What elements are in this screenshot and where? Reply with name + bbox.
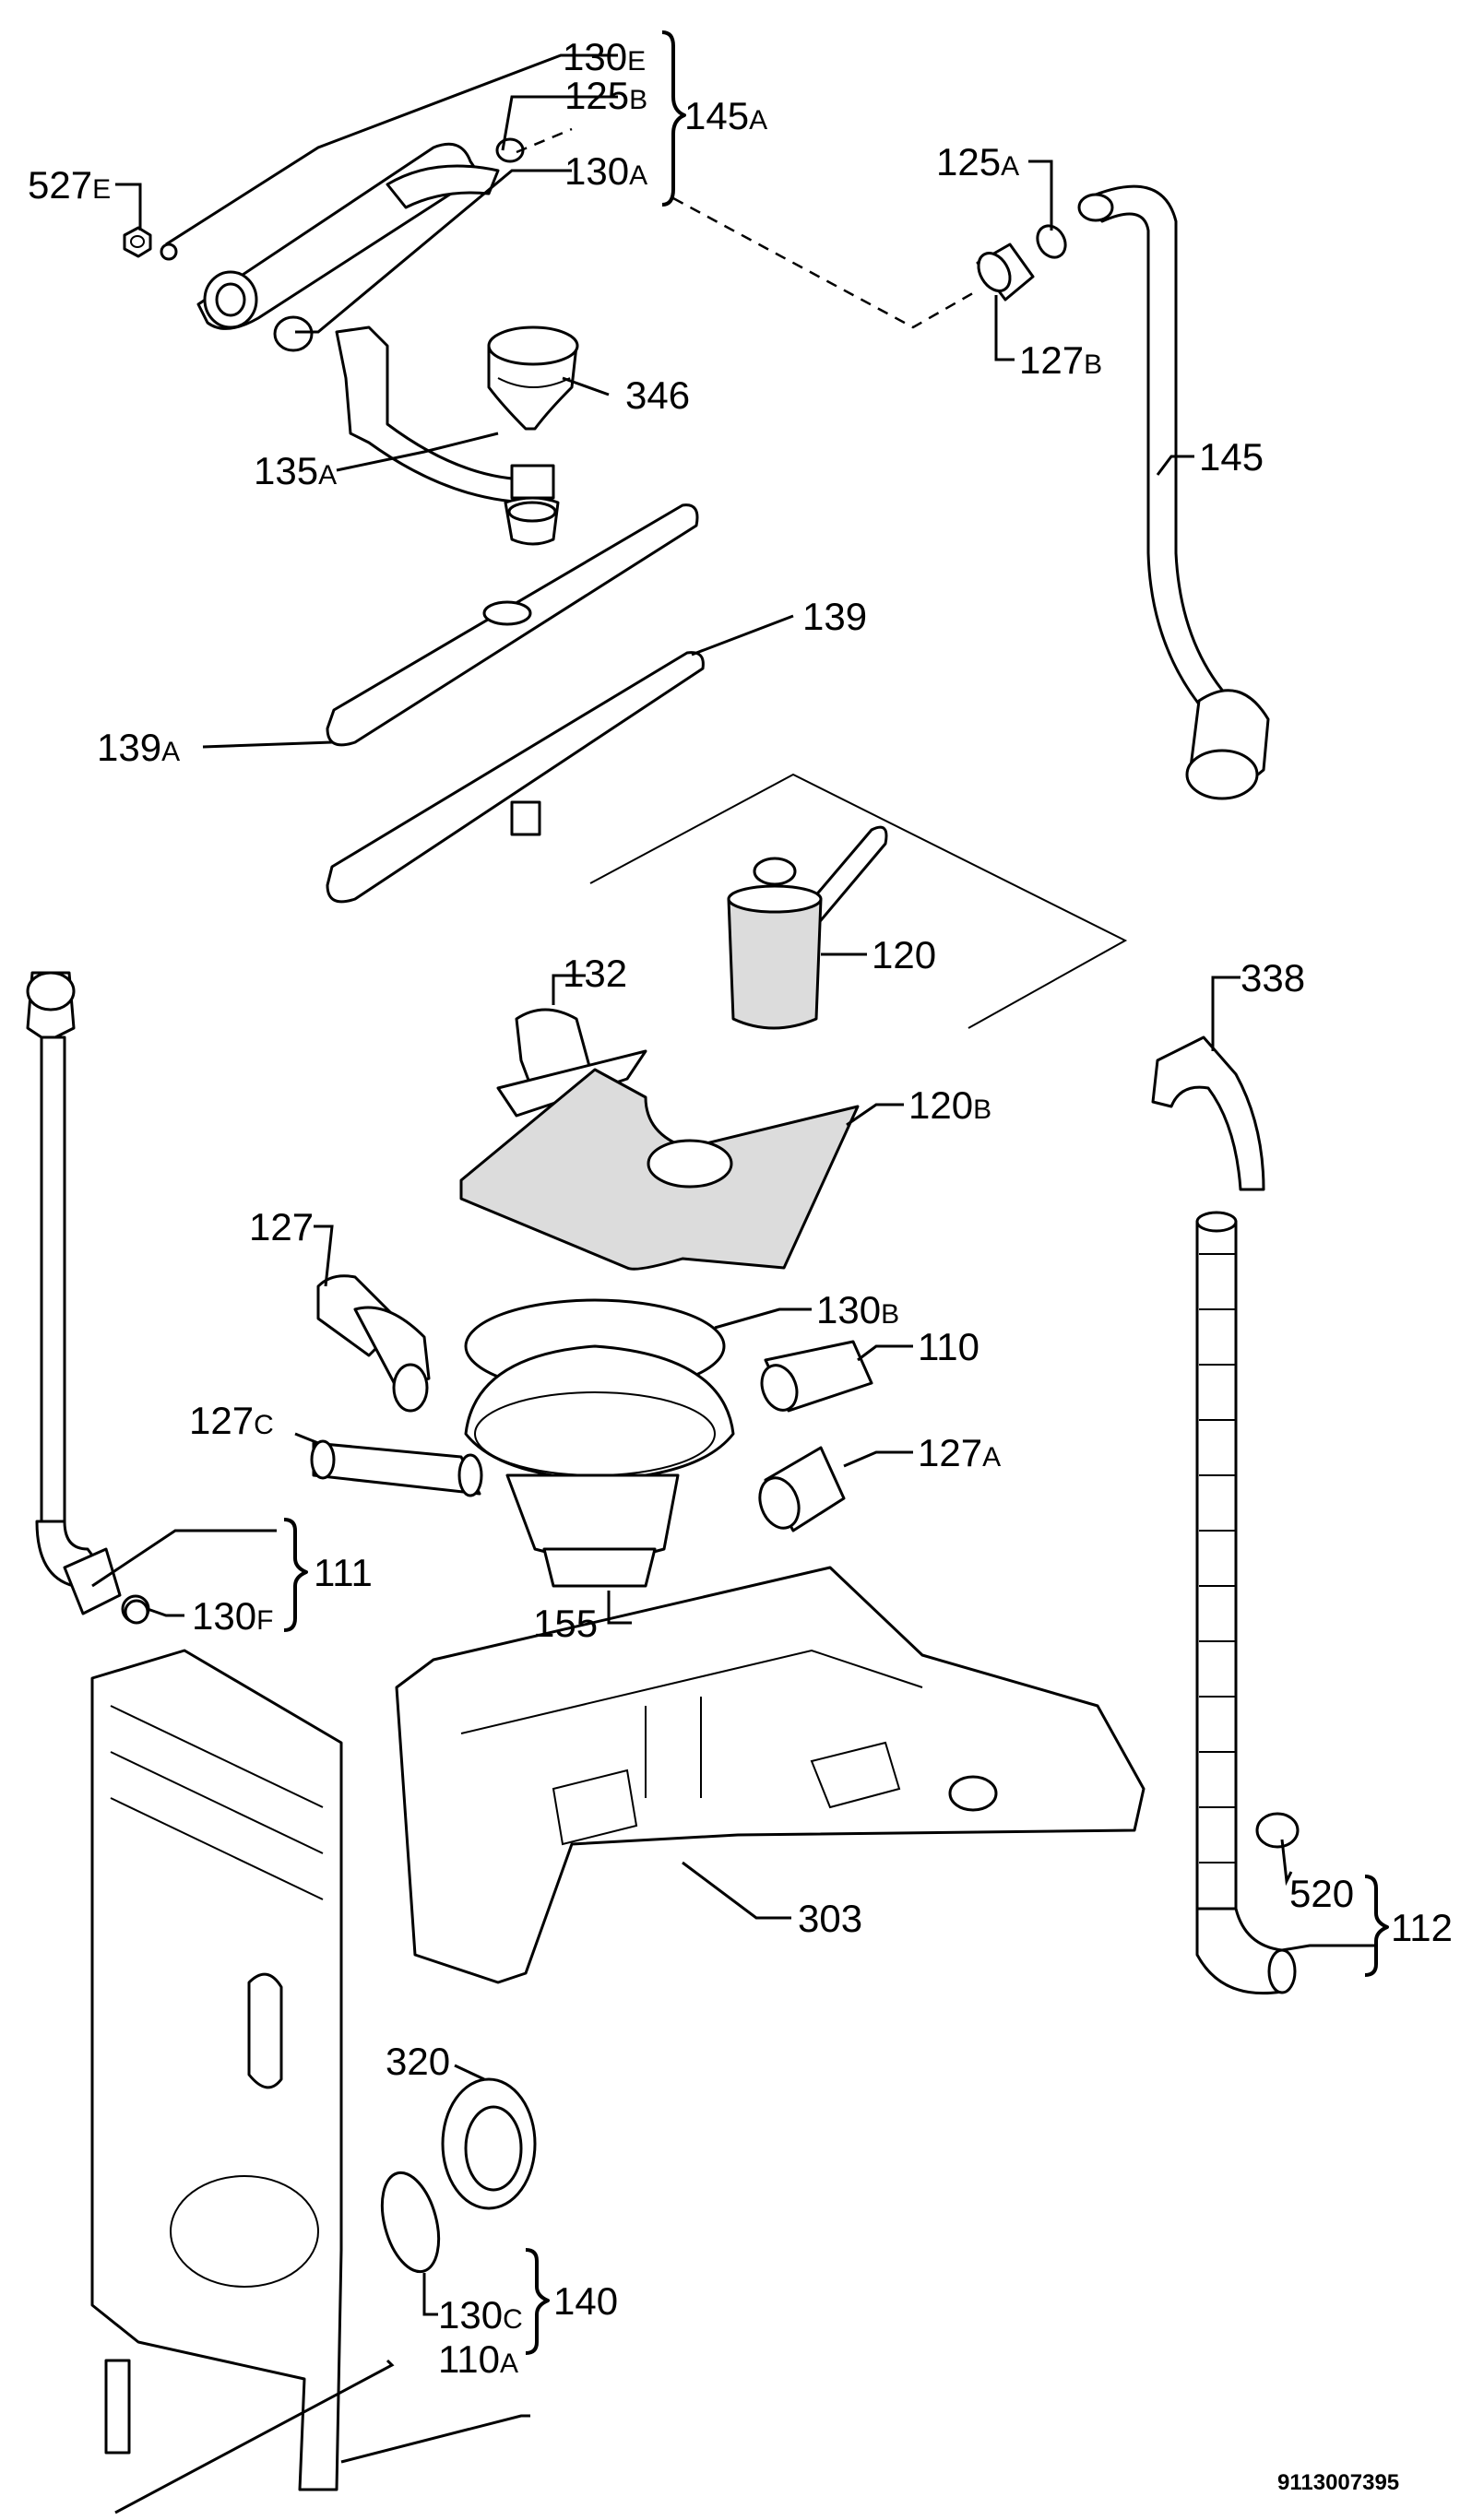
label-140: 140 bbox=[553, 2279, 618, 2323]
label-111: 111 bbox=[314, 1551, 373, 1594]
label-303: 303 bbox=[798, 1897, 862, 1940]
hose-clamp-338 bbox=[1151, 1035, 1265, 1191]
label-139: 139 bbox=[802, 595, 867, 638]
seal-320 bbox=[441, 2077, 537, 2210]
inlet-hose-111 bbox=[26, 971, 150, 1624]
coupling-127b bbox=[976, 243, 1035, 302]
label-130b: 130B bbox=[816, 1288, 899, 1331]
label-125a: 125A bbox=[936, 140, 1019, 183]
supply-pipe-145 bbox=[1077, 184, 1270, 800]
hose-127 bbox=[316, 1274, 431, 1413]
label-145a: 145A bbox=[684, 94, 767, 137]
micro-filter-120 bbox=[727, 825, 888, 1030]
filter-assembly-outline bbox=[589, 773, 1128, 1029]
label-110: 110 bbox=[918, 1325, 979, 1368]
filter-cap-346 bbox=[487, 325, 579, 431]
label-130e: 130E bbox=[563, 35, 646, 78]
water-softener-140 bbox=[90, 1649, 343, 2491]
hose-127c bbox=[310, 1439, 483, 1497]
spray-arm-139a bbox=[326, 503, 699, 747]
upper-spray-pipe-145a bbox=[160, 137, 525, 352]
label-346: 346 bbox=[625, 373, 690, 417]
label-338: 338 bbox=[1241, 956, 1305, 1000]
clip-520 bbox=[1255, 1812, 1300, 1849]
label-130f: 130F bbox=[192, 1594, 273, 1638]
upper-spray-arm-135a bbox=[335, 325, 560, 546]
part-labels: 130E 125B 145A 130A 527E 125A 127B 346 1… bbox=[28, 35, 1453, 2381]
sump-155 bbox=[464, 1298, 735, 1588]
label-139a: 139A bbox=[97, 726, 180, 769]
seal-125a bbox=[1036, 224, 1067, 259]
label-155: 155 bbox=[533, 1602, 598, 1645]
drawing-code: 9113007395 bbox=[1277, 2470, 1399, 2495]
label-130a: 130A bbox=[564, 149, 647, 193]
valve-132 bbox=[496, 1008, 647, 1118]
label-520: 520 bbox=[1289, 1872, 1354, 1915]
hose-110 bbox=[760, 1340, 873, 1413]
label-527e: 527E bbox=[28, 163, 111, 207]
nut-527e bbox=[123, 226, 152, 258]
label-120: 120 bbox=[872, 933, 936, 976]
seal-130c bbox=[380, 2171, 441, 2274]
label-145: 145 bbox=[1199, 435, 1264, 479]
group-braces bbox=[283, 30, 1389, 2355]
leader-lines bbox=[91, 53, 1374, 2514]
label-110a: 110A bbox=[438, 2337, 518, 2381]
hose-127a bbox=[758, 1446, 846, 1532]
label-112: 112 bbox=[1391, 1906, 1453, 1949]
filter-plate-120b bbox=[459, 1068, 860, 1271]
label-132: 132 bbox=[563, 952, 627, 995]
label-127a: 127A bbox=[918, 1431, 1001, 1474]
label-127: 127 bbox=[249, 1205, 314, 1248]
label-320: 320 bbox=[386, 2040, 450, 2083]
label-125b: 125B bbox=[564, 74, 647, 117]
drain-hose-112 bbox=[1195, 1211, 1297, 1995]
base-frame-303 bbox=[395, 1566, 1146, 1984]
label-135a: 135A bbox=[254, 449, 337, 492]
label-127b: 127B bbox=[1019, 338, 1102, 382]
label-127c: 127C bbox=[189, 1399, 274, 1442]
seal-130f bbox=[124, 1599, 149, 1625]
label-120b: 120B bbox=[908, 1083, 991, 1127]
label-130c: 130C bbox=[438, 2293, 523, 2337]
